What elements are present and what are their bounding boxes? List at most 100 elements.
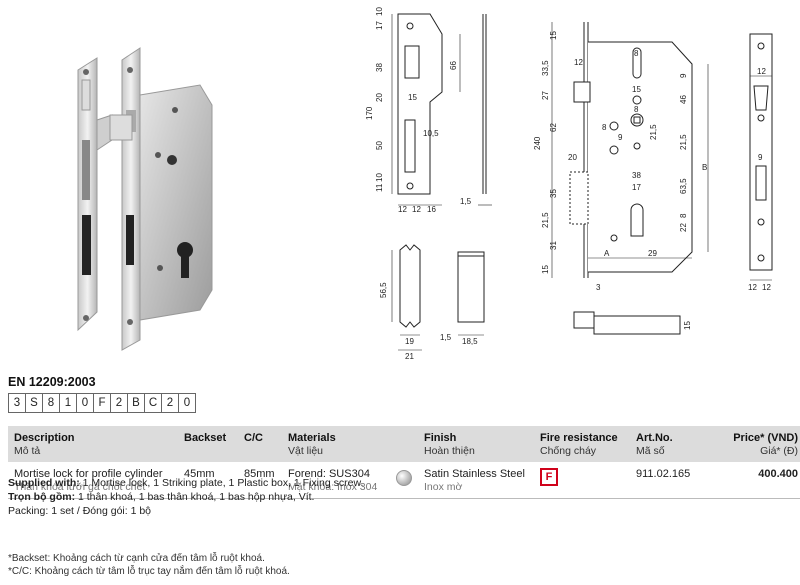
classification-cell: 2: [161, 393, 179, 413]
product-description: Mortise lock for profile cylinder: [14, 468, 163, 480]
dim-15: 15: [408, 93, 417, 102]
dim-8d: 8: [679, 213, 688, 218]
tron-bo-text: 1 thân khoá, 1 bas thân khoá, 1 bas hộp …: [75, 491, 315, 503]
dim-63-5: 63,5: [679, 178, 688, 194]
classification-cell: F: [93, 393, 111, 413]
dim-8c: 8: [602, 123, 607, 132]
dim-240: 240: [533, 136, 542, 150]
dim-17: 17: [375, 21, 384, 30]
dim-66: 66: [449, 61, 458, 70]
classification-cell: 1: [59, 393, 77, 413]
header-price: Price* (VND): [733, 432, 798, 444]
dim-46: 46: [679, 95, 688, 104]
dim-12b: 12: [412, 205, 421, 214]
dim-20c: 20: [568, 153, 577, 162]
dim-12e: 12: [748, 283, 757, 292]
table-row: Mortise lock for profile cylinder Thân k…: [8, 462, 800, 499]
plastic-box-dimensions: 56,5 19 21 1,5 18,5: [379, 282, 478, 361]
dim-15d: 15: [541, 265, 550, 274]
dim-62: 62: [549, 123, 558, 132]
footnotes: *Backset: Khoảng cách từ cạnh cửa đến tâ…: [8, 552, 290, 578]
dim-33-5: 33,5: [541, 60, 550, 76]
strike-plate-drawing: [391, 13, 492, 206]
dim-50: 50: [375, 141, 384, 150]
lock-body-drawing: [551, 22, 709, 335]
classification-cell: 3: [8, 393, 26, 413]
footnote-backset: *Backset: Khoảng cách từ cạnh cửa đến tâ…: [8, 553, 265, 564]
dim-11: 11: [375, 183, 384, 192]
dim-12f: 12: [762, 283, 771, 292]
dim-10-5: 10,5: [423, 129, 439, 138]
product-material: Forend: SUS304: [288, 468, 370, 480]
dim-31: 31: [549, 241, 558, 250]
supply-notes: Supplied with: 1 Mortise lock, 1 Strikin…: [8, 476, 363, 518]
dim-38c: 38: [632, 171, 641, 180]
dim-56-5: 56,5: [379, 282, 388, 298]
header-cc: C/C: [244, 432, 263, 444]
dim-10: 10: [375, 7, 384, 16]
header-price-vi: Giá* (Đ): [760, 445, 798, 457]
dim-1-5b: 1,5: [440, 333, 452, 342]
product-photo: [77, 47, 213, 351]
lock-body-dimensions: 15 33,5 12 27 240 62 20 35 21,5 31 15 3 …: [533, 31, 707, 330]
dim-8b: 8: [634, 105, 639, 114]
dim-21-5a: 21,5: [541, 212, 550, 228]
dim-27: 27: [541, 91, 550, 100]
header-description: Description: [14, 432, 75, 444]
product-description-vi: Thân khóa lưỡi gà chốt chết: [14, 481, 146, 493]
classification-cell: 8: [42, 393, 60, 413]
header-backset: Backset: [184, 432, 227, 444]
product-cc: 85mm: [244, 468, 275, 480]
spec-table-header: Description Mô tả Backset C/C Materials …: [8, 426, 800, 462]
dim-21-5b: 21,5: [649, 124, 658, 140]
product-art-no: 911.02.165: [636, 468, 691, 480]
dim-B: B: [702, 163, 707, 172]
dim-1-5: 1,5: [460, 197, 472, 206]
fire-resistance-icon: F: [540, 468, 558, 486]
footnote-cc: *C/C: Khoảng cách từ tâm lỗ trục tay nắm…: [8, 566, 290, 577]
dim-38: 38: [375, 63, 384, 72]
dim-10b: 10: [375, 173, 384, 182]
dim-A: A: [604, 249, 610, 258]
dim-20: 20: [375, 93, 384, 102]
dim-12a: 12: [398, 205, 407, 214]
dim-9b: 9: [679, 73, 688, 78]
dim-15f: 15: [683, 321, 692, 330]
dim-29: 29: [648, 249, 657, 258]
faceplate-drawing: [749, 33, 773, 281]
header-materials-vi: Vật liệu: [288, 445, 324, 457]
classification-cell: B: [127, 393, 145, 413]
dim-21-5c: 21,5: [679, 134, 688, 150]
packing-note: Packing: 1 set / Đóng gói: 1 bộ: [8, 505, 152, 517]
dim-19: 19: [405, 337, 414, 346]
classification-cell: 2: [110, 393, 128, 413]
strike-plate-dimensions: 17 10 38 20 170 50 10 11 66 15 10,5 12 1…: [365, 7, 472, 214]
finish-swatch-icon: [396, 470, 412, 486]
header-fire-vi: Chống cháy: [540, 445, 597, 457]
classification-cell: S: [25, 393, 43, 413]
product-price: 400.400: [758, 468, 798, 480]
spec-table: Description Mô tả Backset C/C Materials …: [8, 426, 800, 499]
dim-22: 22: [679, 223, 688, 232]
dim-9c: 9: [758, 153, 763, 162]
header-materials: Materials: [288, 432, 336, 444]
technical-drawings: 17 10 38 20 170 50 10 11 66 15 10,5 12 1…: [77, 7, 773, 361]
product-finish-vi: Inox mờ: [424, 481, 463, 493]
standard-title: EN 12209:2003: [8, 375, 96, 389]
product-finish: Satin Stainless Steel: [424, 468, 525, 480]
faceplate-dimensions: 12 9 12 12: [748, 67, 771, 292]
dim-16: 16: [427, 205, 436, 214]
dim-9a: 9: [618, 133, 623, 142]
dim-12c: 12: [574, 58, 583, 67]
dim-35: 35: [549, 189, 558, 198]
product-material-vi: Mặt khóa: Inox 304: [288, 481, 378, 493]
header-artno-vi: Mã số: [636, 445, 665, 457]
header-finish: Finish: [424, 432, 457, 444]
product-backset: 45mm: [184, 468, 215, 480]
dim-15e: 15: [632, 85, 641, 94]
supplied-label: Supplied with:: [8, 477, 80, 489]
classification-cell: 0: [178, 393, 196, 413]
header-fire: Fire resistance: [540, 432, 618, 444]
dim-17c: 17: [632, 183, 641, 192]
